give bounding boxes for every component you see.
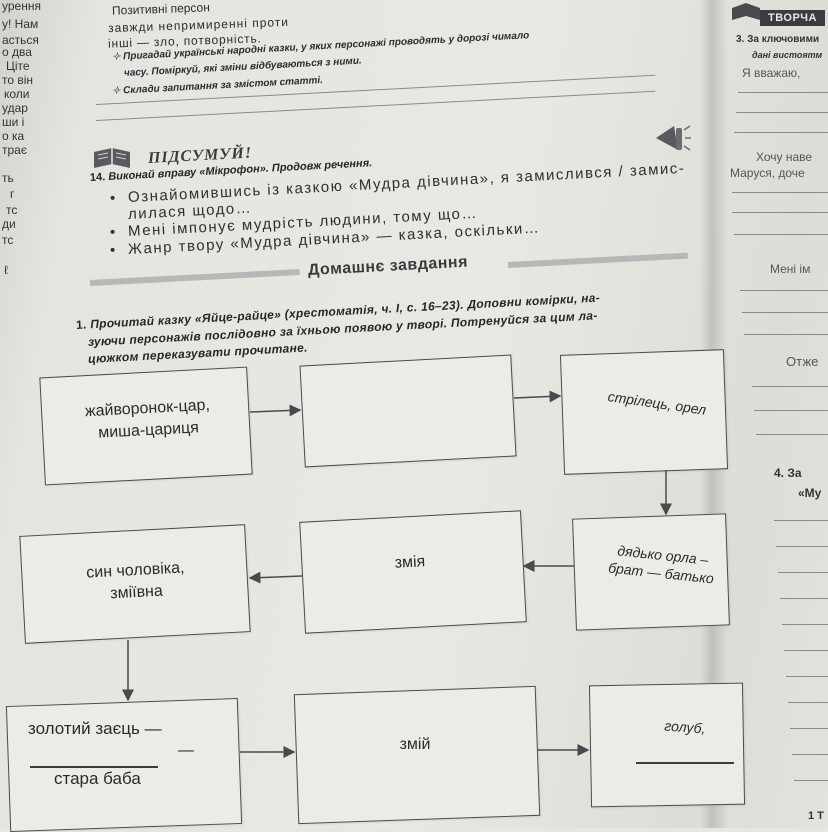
left-margin-fragment: тс <box>2 233 14 247</box>
so-prompt: Отже <box>786 354 819 369</box>
answer-line <box>790 728 828 729</box>
answer-line <box>738 92 828 93</box>
task-3-line2: дані вистоятм <box>752 50 823 60</box>
left-margin-fragment: ℓ <box>4 263 8 277</box>
answer-line <box>784 650 828 651</box>
left-margin-fragment: урення <box>2 0 41 13</box>
like-prompt: Мені ім <box>770 262 811 276</box>
answer-line <box>774 520 828 521</box>
task-3-title: 3. За ключовими <box>736 34 820 45</box>
left-margin-fragment: астьcя <box>2 33 39 47</box>
marusya-prompt: Маруся, доче <box>730 166 805 180</box>
answer-line <box>734 234 828 235</box>
chain-box-7-text: золотий заєць — — стара баба <box>28 719 194 788</box>
footnote-fragment: 1 Т <box>808 810 824 822</box>
task-4-question: «Му <box>798 486 822 500</box>
left-margin-fragment: у! Нам <box>2 17 39 31</box>
task-4-title: 4. За <box>774 466 802 480</box>
answer-line <box>736 112 828 113</box>
left-margin-fragment: Ціте <box>6 59 30 73</box>
want-prompt: Хочу наве <box>756 150 813 164</box>
answer-blank[interactable] <box>30 766 158 768</box>
answer-line <box>732 212 828 213</box>
chain-box-8-text: змій <box>399 736 431 753</box>
left-margin-fragment: ши і <box>2 115 25 129</box>
answer-line <box>786 676 828 677</box>
left-margin-fragment: трає <box>2 143 27 157</box>
answer-line <box>742 312 828 313</box>
left-margin-fragment: о ка <box>2 129 25 143</box>
left-margin-fragment: удар <box>2 101 28 115</box>
answer-line <box>788 702 828 703</box>
answer-line <box>780 598 828 599</box>
left-margin-fragment: г <box>10 187 15 201</box>
answer-line <box>756 434 828 435</box>
answer-line <box>732 192 828 193</box>
answer-line <box>744 334 828 335</box>
left-margin-fragment: коли <box>4 87 30 101</box>
answer-line <box>776 546 828 547</box>
answer-line <box>740 290 828 291</box>
left-margin-fragment: о два <box>2 45 32 59</box>
arrow-right-2 <box>513 390 562 403</box>
opinion-prompt: Я вважаю, <box>742 66 801 80</box>
creative-book-icon <box>732 3 760 20</box>
answer-line <box>752 386 828 387</box>
left-margin-fragment: то він <box>2 73 34 87</box>
creative-badge: ТВОРЧА <box>760 10 825 26</box>
left-margin-fragment: тс <box>6 203 18 217</box>
arrow-right-1 <box>249 404 302 417</box>
summary-book-icon <box>94 148 130 168</box>
answer-line <box>734 132 828 133</box>
answer-line <box>792 754 828 755</box>
left-margin-fragment: ть <box>2 171 14 185</box>
answer-line <box>794 780 828 781</box>
answer-line <box>754 410 828 411</box>
answer-line <box>782 624 828 625</box>
answer-blank[interactable] <box>636 762 734 764</box>
left-margin-fragment: ди <box>2 217 16 231</box>
arrow-left-2 <box>248 571 303 584</box>
answer-line <box>778 572 828 573</box>
megaphone-icon <box>656 125 691 151</box>
